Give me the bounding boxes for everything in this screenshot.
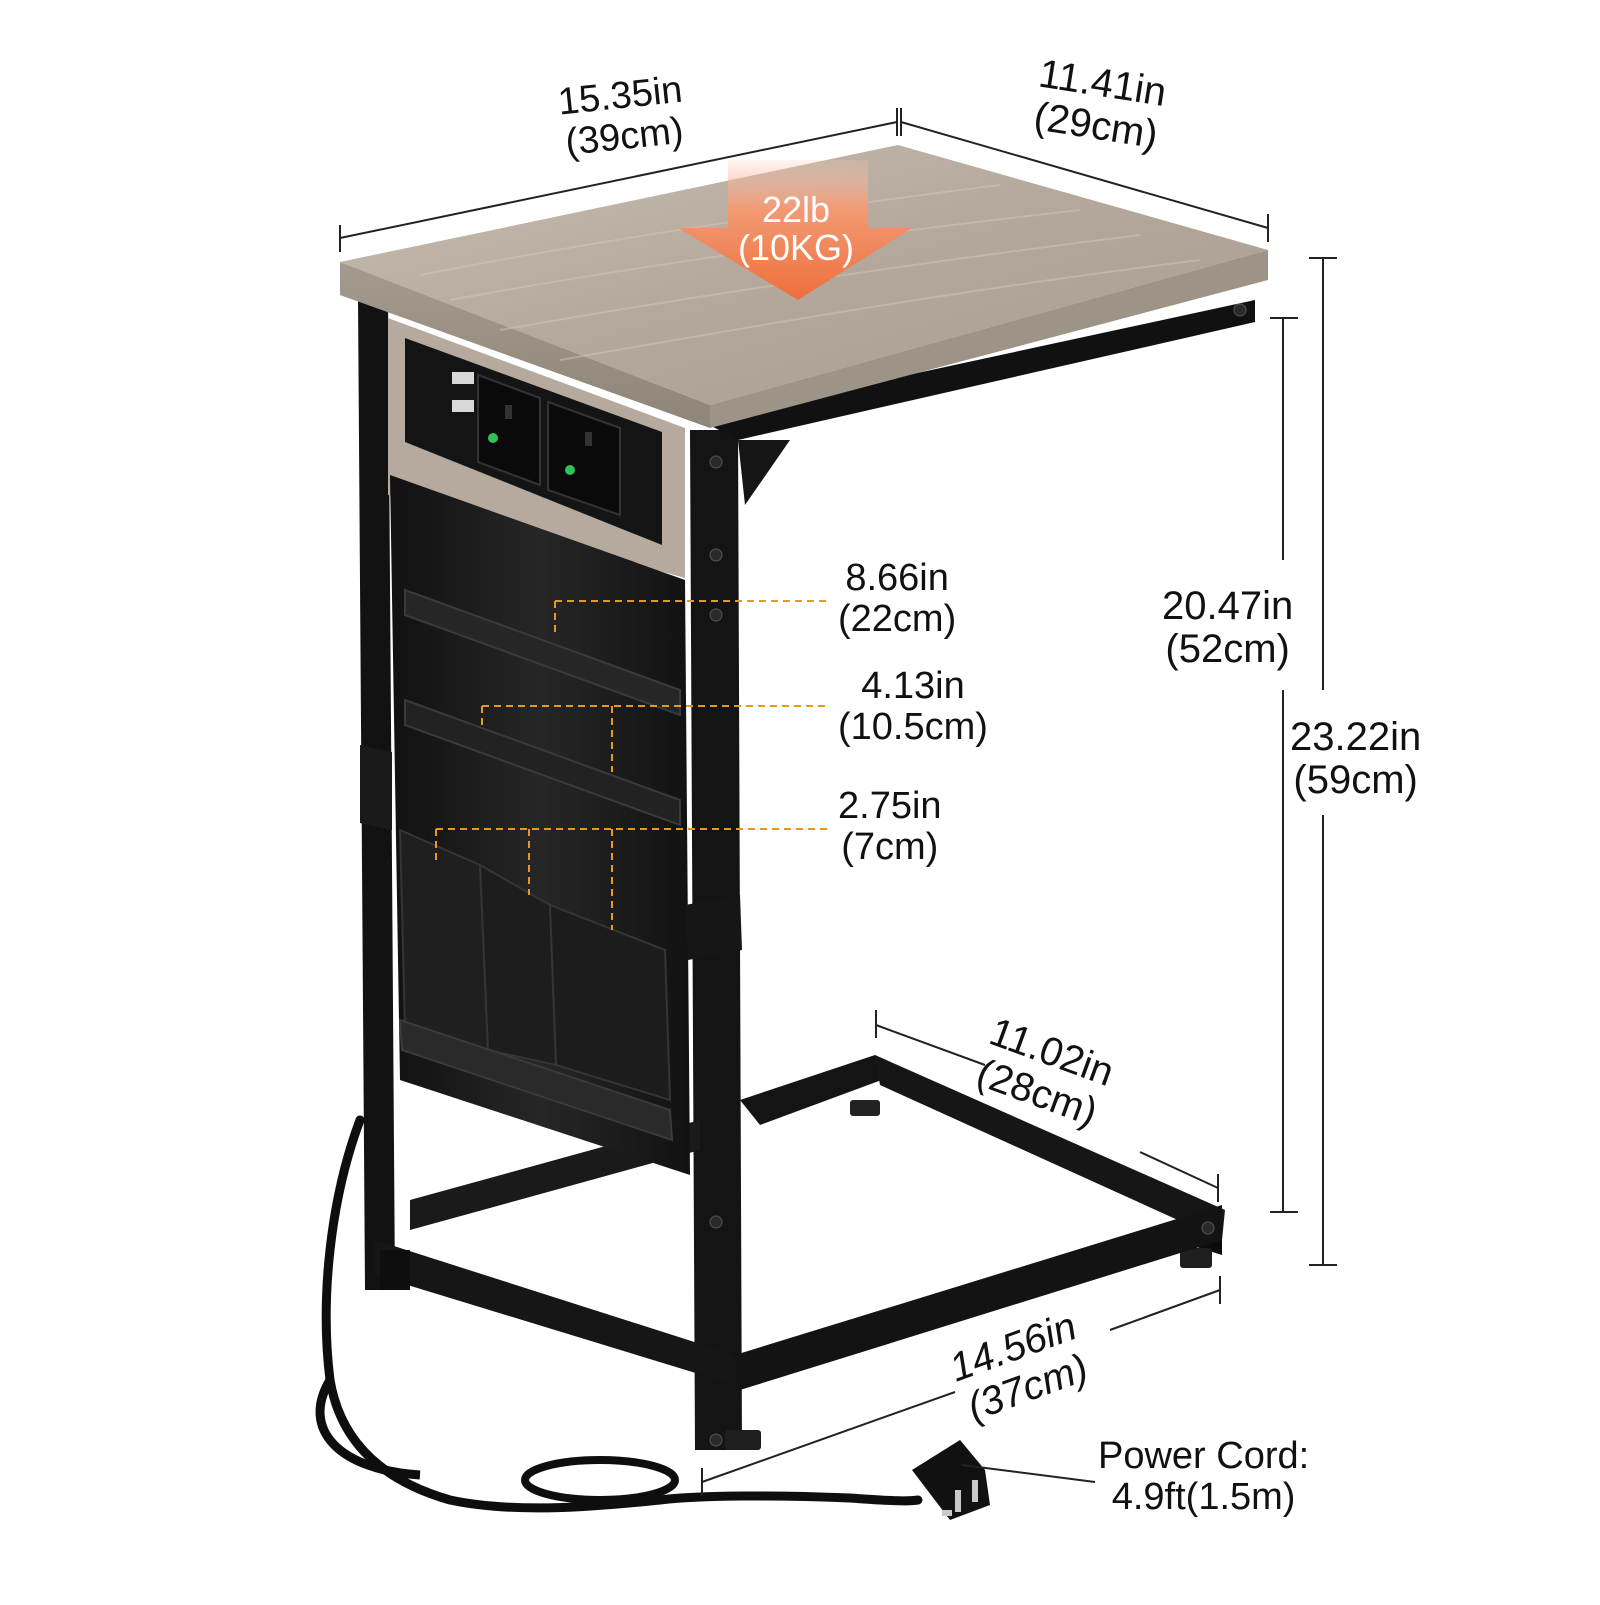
power-socket xyxy=(547,400,621,517)
power-cord xyxy=(315,1115,990,1520)
pocket-medium-imperial: 4.13in xyxy=(861,665,965,707)
dimension-lines xyxy=(339,108,1337,1496)
total-height-metric: (59cm) xyxy=(1293,758,1418,803)
pocket-small-label: 2.75in (7cm) xyxy=(838,785,942,869)
pocket-large-imperial: 8.66in xyxy=(845,557,949,599)
usb-port xyxy=(452,400,474,412)
usb-port xyxy=(452,372,474,384)
inner-height-imperial: 20.47in xyxy=(1162,584,1294,628)
pocket-medium-metric: (10.5cm) xyxy=(838,706,988,749)
top-width-label: 15.35in (39cm) xyxy=(556,69,689,165)
pocket-small-imperial: 2.75in xyxy=(838,785,942,827)
pocket-large-label: 8.66in (22cm) xyxy=(838,557,957,641)
load-label-metric: (10KG) xyxy=(738,227,854,268)
inner-height-label: 20.47in (52cm) xyxy=(1162,584,1294,672)
total-height-imperial: 23.22in xyxy=(1290,715,1422,759)
power-socket xyxy=(477,373,541,487)
pocket-guides xyxy=(435,600,830,930)
total-height-label: 23.22in (59cm) xyxy=(1290,715,1422,803)
pocket-medium-label: 4.13in (10.5cm) xyxy=(838,665,988,749)
plug xyxy=(912,1440,990,1520)
load-arrow xyxy=(678,160,912,300)
pocket-large-metric: (22cm) xyxy=(838,598,957,641)
power-cord-label: Power Cord: 4.9ft(1.5m) xyxy=(1098,1435,1310,1519)
power-cord-length: 4.9ft(1.5m) xyxy=(1111,1476,1296,1519)
power-cord-title: Power Cord: xyxy=(1098,1435,1310,1477)
storage-bag xyxy=(360,475,742,1175)
pocket-small-metric: (7cm) xyxy=(841,826,939,869)
foot-pad xyxy=(1180,1248,1212,1268)
inner-height-metric: (52cm) xyxy=(1165,627,1290,672)
load-label-imperial: 22lb xyxy=(762,189,830,230)
foot-pad xyxy=(725,1430,761,1450)
foot-pad xyxy=(850,1100,880,1116)
